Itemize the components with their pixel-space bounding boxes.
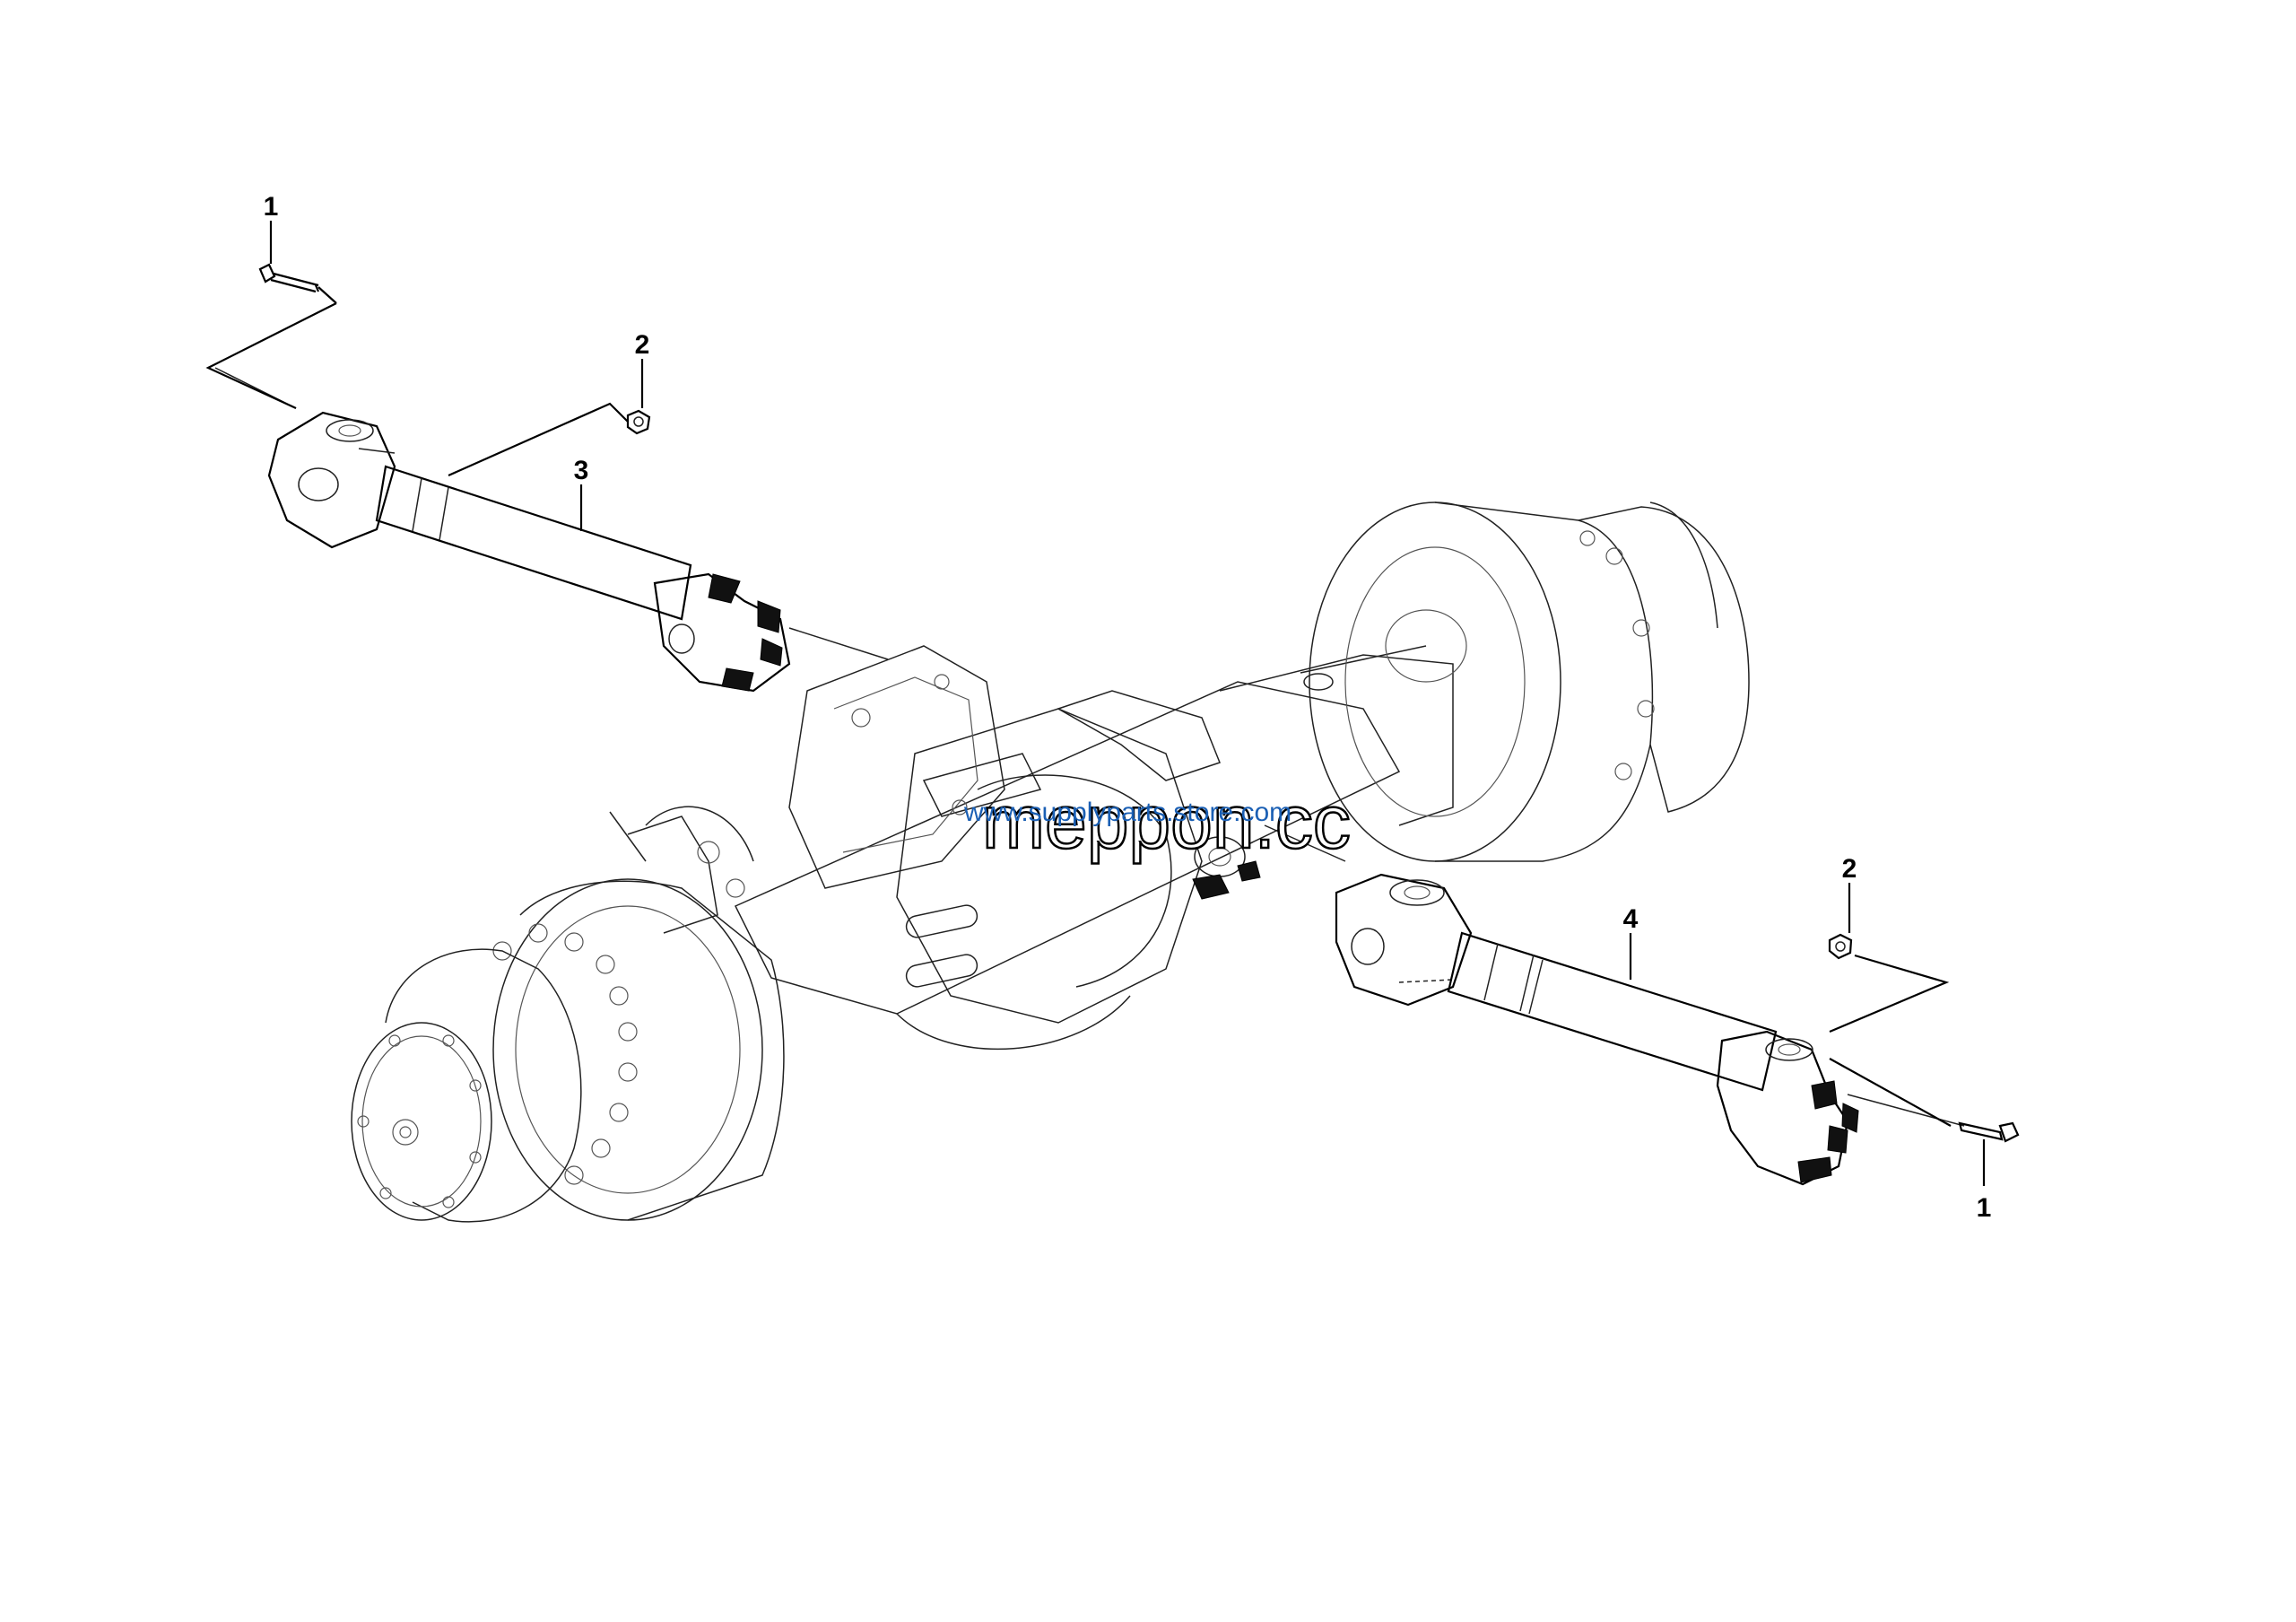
watermark-brand: meppon.cc — [982, 780, 1351, 864]
drive-shaft-4 — [1264, 824, 1965, 1186]
callout-2-bottom: 2 — [1842, 854, 1857, 884]
watermark: meppon.cc www.supplyparts.store.com — [963, 779, 1352, 866]
callout-1-bottom: 1 — [1977, 1193, 1992, 1223]
nut-lower — [1828, 933, 1853, 960]
nut-upper — [626, 409, 651, 435]
leader-lines — [205, 221, 1986, 1186]
watermark-url: www.supplyparts.store.com — [963, 798, 1292, 827]
callout-1-top: 1 — [264, 192, 279, 222]
hub-bolt-ring — [492, 923, 638, 1185]
bolt-upper-left — [258, 263, 320, 293]
callout-4: 4 — [1623, 904, 1639, 934]
axle-housing — [609, 645, 1454, 1051]
callout-2-top: 2 — [635, 330, 650, 360]
bolt-lower-right — [1958, 1121, 2020, 1143]
right-wheel-hub — [1309, 501, 1750, 862]
callout-labels: 1 2 3 2 4 1 — [264, 192, 1992, 1223]
callout-3: 3 — [574, 456, 589, 485]
left-wheel-hub — [351, 878, 785, 1223]
drive-shaft-3 — [214, 367, 889, 693]
